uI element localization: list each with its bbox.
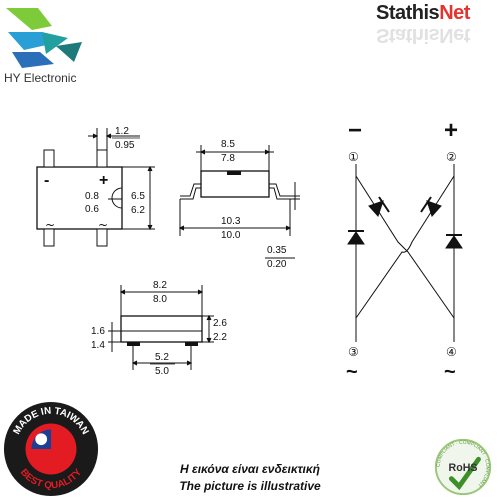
tv-notch-upper: 0.8 xyxy=(85,191,99,202)
sch-pin4: ④ xyxy=(446,345,457,359)
bv-hleft-lower: 1.4 xyxy=(91,340,105,351)
caption-english: The picture is illustrative xyxy=(179,479,321,493)
bv-len-lower: 8.0 xyxy=(153,294,167,305)
sv-lead-lower: 0.20 xyxy=(267,259,287,270)
caption: Η εικόνα είναι ενδεικτική The picture is… xyxy=(0,461,500,495)
rohs-label: RoHS xyxy=(449,462,478,474)
bv-pitch-upper: 5.2 xyxy=(155,352,169,363)
sv-span-upper: 10.3 xyxy=(221,216,241,227)
side-view xyxy=(178,145,300,259)
tv-minus-label: - xyxy=(44,172,49,189)
bridge-schematic xyxy=(347,164,463,342)
sv-body-lower: 7.8 xyxy=(221,153,235,164)
tv-notch-lower: 0.6 xyxy=(85,204,99,215)
hy-electronic-logo xyxy=(6,8,82,68)
stathisnet-logo-part1: Stathis xyxy=(376,2,440,24)
company-name: HY Electronic xyxy=(4,71,77,85)
tv-ac-left-label: ~ xyxy=(45,218,55,232)
bv-hright-lower: 2.2 xyxy=(213,332,227,343)
bv-hright-upper: 2.6 xyxy=(213,318,227,329)
sch-ac3: ~ xyxy=(346,361,358,383)
caption-greek: Η εικόνα είναι ενδεικτική xyxy=(179,462,320,476)
stathisnet-logo: StathisNet xyxy=(376,2,470,25)
tv-width-upper: 6.5 xyxy=(131,191,145,202)
tv-plus-label: + xyxy=(99,172,108,189)
tv-pitch-upper: 1.2 xyxy=(115,126,129,137)
sch-plus-sign: + xyxy=(444,117,458,144)
bv-pitch-lower: 5.0 xyxy=(155,366,169,377)
tv-width-lower: 6.2 xyxy=(131,205,145,216)
sch-minus-sign: − xyxy=(348,117,362,144)
bottom-view xyxy=(108,285,214,370)
bv-len-upper: 8.2 xyxy=(153,280,167,291)
sv-span-lower: 10.0 xyxy=(221,230,241,241)
tv-ac-right-label: ~ xyxy=(98,218,108,232)
tv-pitch-lower: 0.95 xyxy=(115,140,135,151)
sch-pin1: ① xyxy=(348,150,359,164)
check-icon xyxy=(448,456,481,491)
bv-hleft-upper: 1.6 xyxy=(91,326,105,337)
stathisnet-logo-part2: Net xyxy=(439,2,470,24)
made-in-taiwan-badge: MADE IN TAIWAN BEST QUALITY xyxy=(3,401,99,497)
sv-body-upper: 8.5 xyxy=(221,139,235,150)
rohs-compliant-badge: COMPLIANT · COMPLIANT · COMPLIANT RoHS xyxy=(434,438,492,496)
sch-pin3: ③ xyxy=(348,345,359,359)
top-view xyxy=(36,128,155,247)
sch-pin2: ② xyxy=(446,150,457,164)
sch-ac4: ~ xyxy=(444,361,456,383)
sv-lead-upper: 0.35 xyxy=(267,245,287,256)
